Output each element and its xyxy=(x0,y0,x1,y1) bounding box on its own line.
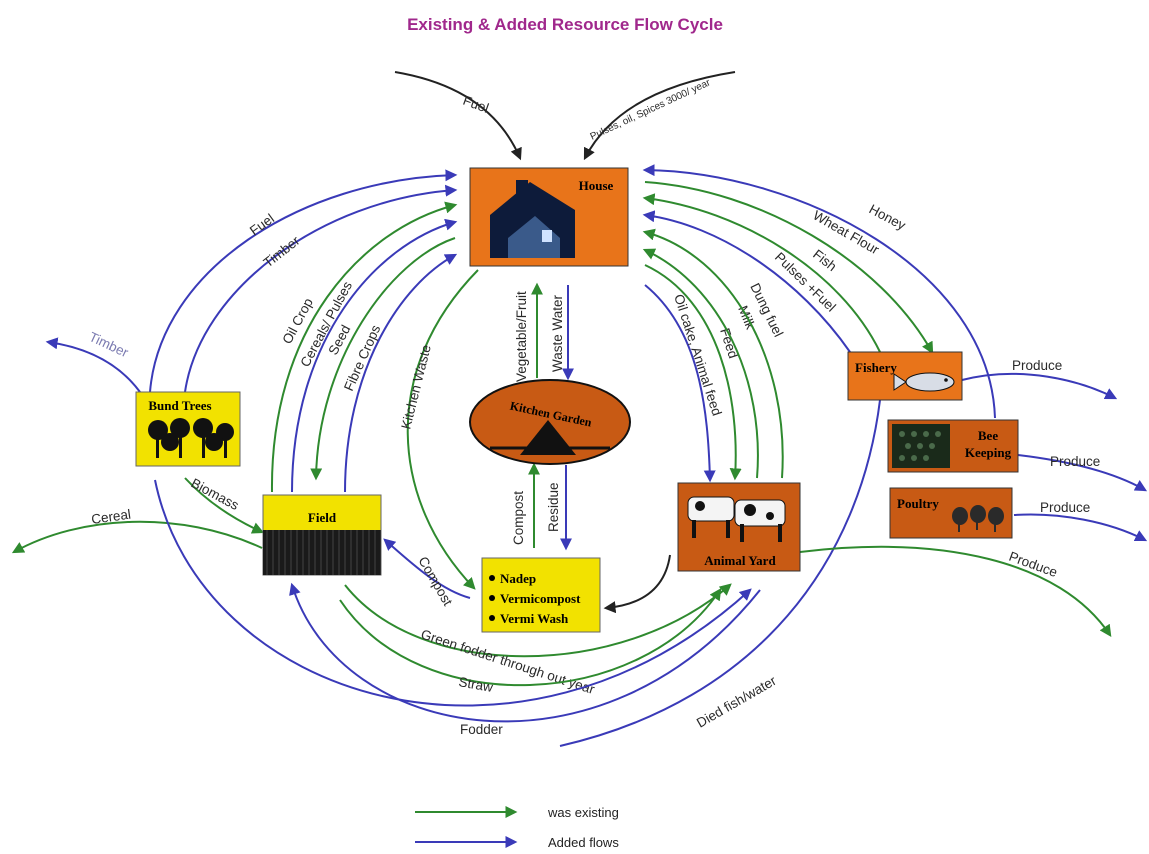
poultry-node: Poultry xyxy=(889,487,1013,539)
animal-yard-title: Animal Yard xyxy=(704,553,776,568)
kitchen-waste-arrow xyxy=(406,269,479,590)
fuel-in-label: Fuel xyxy=(461,93,491,116)
vermicompost-item: Vermicompost xyxy=(500,591,581,606)
seed-arrow xyxy=(310,237,456,481)
fishery-node: Fishery xyxy=(847,351,963,401)
oil-crop-arrow xyxy=(270,201,458,493)
wheat-flour-arrow xyxy=(644,181,934,355)
vegetable-fruit-label: Vegetable/Fruit xyxy=(514,291,529,382)
biomass-label: Biomass xyxy=(189,475,242,513)
animal-to-nadep-arrow xyxy=(603,554,671,614)
fish-arrow xyxy=(642,193,881,353)
fishery-title: Fishery xyxy=(855,360,897,375)
green-fodder-arrow xyxy=(344,583,732,658)
produce-animal-arrow xyxy=(799,545,1112,637)
produce-poultry-label: Produce xyxy=(1040,500,1090,515)
vermi-wash-item: Vermi Wash xyxy=(500,611,569,626)
dung-fuel-arrow xyxy=(642,228,784,479)
feed-arrow xyxy=(644,264,742,481)
bund-trees-node: Bund Trees xyxy=(135,391,241,467)
produce-fishery-arrow xyxy=(961,372,1118,400)
crop-icon xyxy=(263,530,381,575)
kitchen-waste-label: Kitchen Waste xyxy=(398,343,433,431)
straw-label: Straw xyxy=(457,674,494,695)
timber-house-arrow xyxy=(184,184,458,393)
oil-cake-arrow xyxy=(644,284,716,483)
honey-arrow xyxy=(642,164,996,419)
nadep-node: Nadep Vermicompost Vermi Wash xyxy=(481,557,601,633)
bee-keeping-title-1: Bee xyxy=(978,428,998,443)
cereal-arrow xyxy=(11,520,263,554)
produce-bee-arrow xyxy=(1017,454,1148,492)
produce-fishery-label: Produce xyxy=(1012,358,1062,373)
fish-icon xyxy=(893,372,955,392)
pulses-fuel-arrow xyxy=(642,210,851,353)
legend-added-label: Added flows xyxy=(548,835,619,850)
straw-arrow xyxy=(339,588,722,687)
residue-label: Residue xyxy=(546,482,561,532)
garden-icon xyxy=(490,420,610,455)
house-node: House xyxy=(469,167,629,267)
house-icon xyxy=(490,180,575,258)
cereals-pulses-label: Cereals/ Pulses xyxy=(297,279,355,370)
field-node: Field xyxy=(262,494,382,576)
cereals-pulses-arrow xyxy=(291,218,458,493)
biomass-arrow xyxy=(184,477,265,534)
bullet-icon xyxy=(489,615,495,621)
waste-water-label: Waste Water xyxy=(550,294,565,372)
produce-poultry-arrow xyxy=(1013,513,1148,542)
fuel-in-arrow xyxy=(394,71,522,161)
died-fish-label: Died fish/water xyxy=(694,673,779,731)
legend: was existing Added flows xyxy=(415,805,619,850)
bee-keeping-title-2: Keeping xyxy=(965,445,1012,460)
legend-existing-label: was existing xyxy=(547,805,619,820)
bullet-icon xyxy=(489,595,495,601)
honey-label: Honey xyxy=(867,201,909,233)
chickens-icon xyxy=(952,505,1004,532)
house-title: House xyxy=(579,178,614,193)
produce-bee-label: Produce xyxy=(1050,454,1100,469)
produce-animal-label: Produce xyxy=(1007,549,1059,580)
fodder-return-arrow xyxy=(289,582,761,723)
compost-field-label: Compost xyxy=(415,554,455,608)
fuel-label: Fuel xyxy=(247,211,277,239)
diagram-title: Existing & Added Resource Flow Cycle xyxy=(407,15,723,34)
fibre-crops-arrow xyxy=(344,253,458,493)
poultry-title: Poultry xyxy=(897,496,939,511)
pulses-oil-arrow xyxy=(583,71,736,161)
died-fish-arrow xyxy=(559,399,881,747)
bullet-icon xyxy=(489,575,495,581)
kitchen-garden-node: Kitchen Garden xyxy=(469,379,631,465)
timber-house-label: Timber xyxy=(261,233,303,271)
fodder-label: Fodder xyxy=(460,722,503,737)
green-fodder-label: Green fodder through out year xyxy=(419,627,597,698)
fuel-arrow xyxy=(149,169,458,393)
bund-trees-title: Bund Trees xyxy=(148,398,211,413)
compost-field-arrow xyxy=(383,538,471,599)
trees-icon xyxy=(148,418,234,458)
animal-yard-node: Animal Yard xyxy=(677,482,801,572)
fodder-arrow xyxy=(154,479,752,707)
milk-arrow xyxy=(642,248,759,479)
pulses-oil-label: Pulses, oil, Spices 3000/ year xyxy=(589,77,713,143)
cattle-icon xyxy=(687,496,786,542)
compost-up-label: Compost xyxy=(511,491,526,545)
field-title: Field xyxy=(308,510,337,525)
cereal-label: Cereal xyxy=(90,507,131,527)
dung-fuel-label: Dung fuel xyxy=(747,281,786,340)
nadep-item: Nadep xyxy=(500,571,536,586)
honeycomb-icon xyxy=(892,424,950,468)
bee-keeping-node: Bee Keeping xyxy=(887,419,1019,473)
timber-out-arrow xyxy=(45,337,141,393)
